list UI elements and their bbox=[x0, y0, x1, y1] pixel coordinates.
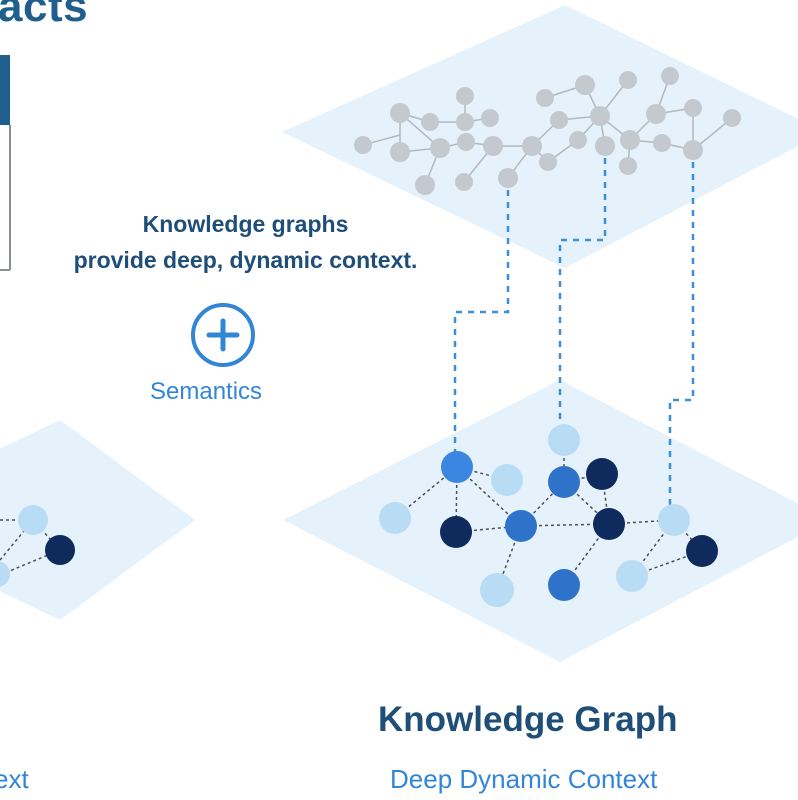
knowledge-graph-heading: Knowledge Graph bbox=[378, 700, 678, 739]
knowledge-graph-subheading: Deep Dynamic Context bbox=[390, 764, 658, 794]
plus-circle-icon bbox=[191, 303, 255, 367]
caption-line-1: Knowledge graphs bbox=[142, 211, 349, 237]
left-plane bbox=[0, 420, 195, 620]
semantics-label: Semantics bbox=[150, 378, 263, 405]
knowledge-graph-caption: Knowledge graphs provide deep, dynamic c… bbox=[18, 206, 473, 278]
layer-connectors bbox=[453, 158, 695, 515]
slide-title-fragment: acts bbox=[0, 0, 89, 31]
top-graph-nodes bbox=[354, 67, 741, 195]
knowledge-graph-nodes bbox=[379, 424, 718, 607]
left-graph bbox=[0, 505, 75, 587]
caption-line-2: provide deep, dynamic context. bbox=[73, 247, 418, 273]
knowledge-graph-plane bbox=[283, 380, 798, 662]
left-panel-label-fragment: ext bbox=[0, 764, 29, 794]
table-fragment bbox=[0, 55, 11, 271]
